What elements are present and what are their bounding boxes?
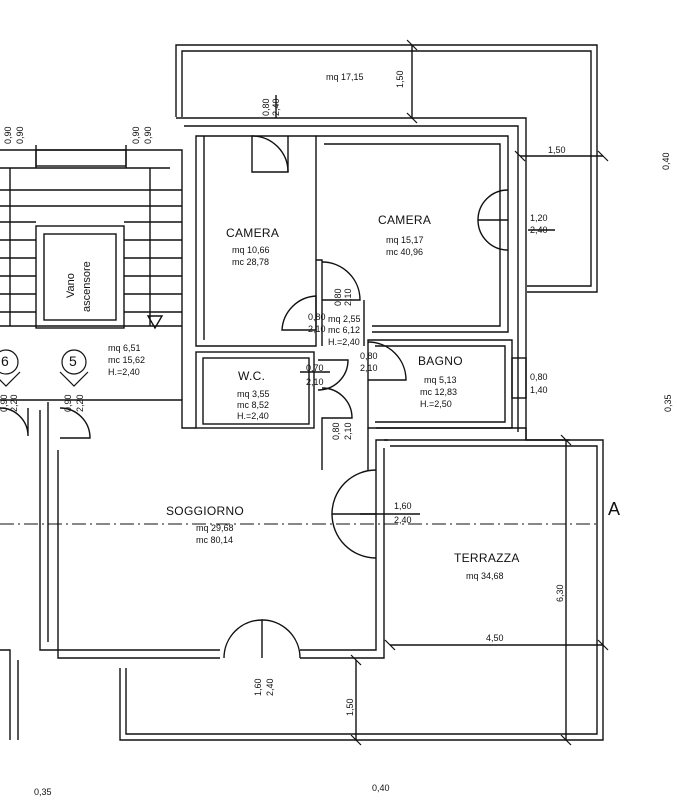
- disimpegno-area: mq 2,55: [328, 314, 361, 324]
- room-area-bagno: mq 5,13: [424, 375, 457, 385]
- dim-door-bottom-240: 2,40: [265, 678, 275, 696]
- dim-window-bagno-140: 1,40: [530, 385, 548, 395]
- dim-door-bagno-080: 0,80: [360, 351, 378, 361]
- dim-door-camera-210: 2,10: [343, 288, 353, 306]
- dim-door-bottom-160: 1,60: [253, 678, 263, 696]
- dim-door-corridor-080: 0,80: [308, 312, 326, 322]
- elevator-label-line1: Vano: [65, 273, 77, 298]
- dim-bottom-035: 0,35: [34, 787, 52, 797]
- room-area-terrazza: mq 34,68: [466, 571, 504, 581]
- elevator-label-line2: ascensore: [81, 261, 93, 312]
- dim-door-wc-070: 0,70: [306, 363, 324, 373]
- room-name-terrazza: TERRAZZA: [454, 551, 520, 565]
- room-volume-wc: mc 8,52: [237, 400, 270, 410]
- dim-door-wc-210: 2,10: [306, 377, 324, 387]
- dim-door-left-220: 2,20: [9, 394, 19, 412]
- dim-door-entry-220: 2,20: [75, 394, 85, 412]
- room-area-soggiorno: mq 29,68: [196, 523, 234, 533]
- disimpegno-height: H.=2,40: [328, 337, 360, 347]
- dim-window-090-c: 0,90: [131, 126, 141, 144]
- dim-terrace-depth: 6,30: [555, 584, 565, 602]
- dim-door-left-090: 0,90: [0, 394, 9, 412]
- dim-window-090-b: 0,90: [15, 126, 25, 144]
- room-volume-camera-right: mc 40,96: [386, 247, 424, 257]
- stair-number-5: 5: [69, 353, 77, 369]
- dim-door-camera-080: 0,80: [333, 288, 343, 306]
- dim-bottom-balcony-depth: 1,50: [345, 698, 355, 716]
- dim-door-top-height: 2,40: [271, 98, 281, 116]
- dim-door-soggiorno-160: 1,60: [394, 501, 412, 511]
- room-name-camera-left: CAMERA: [226, 226, 280, 240]
- room-name-camera-right: CAMERA: [378, 213, 432, 227]
- dim-door-entry-090: 0,90: [63, 394, 73, 412]
- landing-area: mq 6,51: [108, 343, 141, 353]
- dim-door-soggiorno-240: 2,40: [394, 515, 412, 525]
- room-volume-camera-left: mc 28,78: [232, 257, 270, 267]
- dim-terrace-width: 4,50: [486, 633, 504, 643]
- dim-door-lower-080: 0,80: [331, 422, 341, 440]
- room-height-bagno: H.=2,50: [420, 399, 452, 409]
- room-volume-bagno: mc 12,83: [420, 387, 458, 397]
- section-marker-a: A: [608, 499, 621, 519]
- dim-window-090-a: 0,90: [3, 126, 13, 144]
- dim-door-bagno-210: 2,10: [360, 363, 378, 373]
- room-area-camera-left: mq 10,66: [232, 245, 270, 255]
- room-area-camera-right: mq 15,17: [386, 235, 424, 245]
- dim-window-bagno-080: 0,80: [530, 372, 548, 382]
- room-name-bagno: BAGNO: [418, 354, 463, 368]
- disimpegno-volume: mc 6,12: [328, 325, 361, 335]
- dim-right-balcony-width: 1,50: [548, 145, 566, 155]
- dim-window-090-d: 0,90: [143, 126, 153, 144]
- landing-volume: mc 15,62: [108, 355, 146, 365]
- dim-window-120: 1,20: [530, 213, 548, 223]
- dim-right-040: 0,40: [661, 152, 671, 170]
- dim-right-035: 0,35: [663, 394, 673, 412]
- dim-door-corridor-210: 2,10: [308, 324, 326, 334]
- landing-height: H.=2,40: [108, 367, 140, 377]
- dim-door-lower-210: 2,10: [343, 422, 353, 440]
- balcony-top-area: mq 17,15: [326, 72, 364, 82]
- room-name-wc: W.C.: [238, 369, 266, 383]
- dim-top-balcony-depth: 1,50: [395, 70, 405, 88]
- dim-window-240: 2,40: [530, 225, 548, 235]
- stair-number-6: 6: [1, 353, 9, 369]
- dim-door-top-width: 0,80: [261, 98, 271, 116]
- room-area-wc: mq 3,55: [237, 389, 270, 399]
- room-volume-soggiorno: mc 80,14: [196, 535, 234, 545]
- room-height-wc: H.=2,40: [237, 411, 269, 421]
- room-name-soggiorno: SOGGIORNO: [166, 504, 245, 518]
- dim-bottom-040: 0,40: [372, 783, 390, 793]
